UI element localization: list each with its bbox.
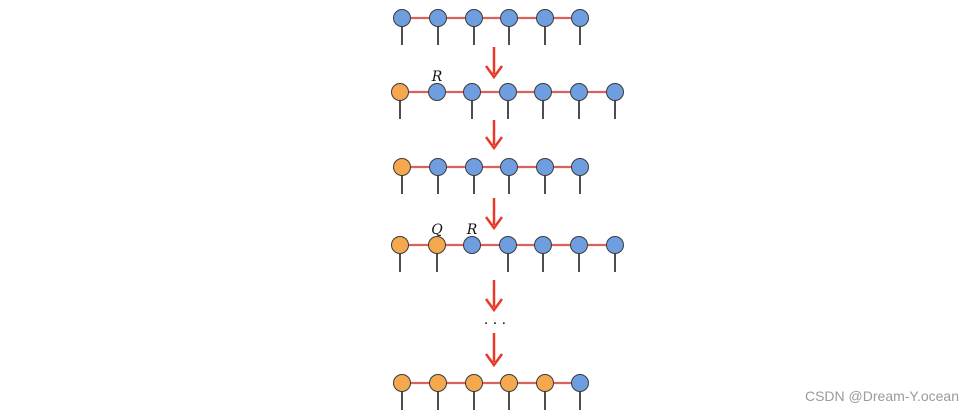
- orange-tensor-node: [391, 236, 409, 254]
- orange-tensor-node: [429, 374, 447, 392]
- blue-tensor-node: [606, 236, 624, 254]
- orange-tensor-node: [391, 83, 409, 101]
- blue-tensor-node: [536, 9, 554, 27]
- blue-tensor-node: [571, 9, 589, 27]
- blue-tensor-node: [571, 158, 589, 176]
- blue-tensor-node: [499, 83, 517, 101]
- blue-tensor-node: [463, 83, 481, 101]
- tensor-label-R: R: [466, 222, 478, 238]
- blue-tensor-node: [393, 9, 411, 27]
- watermark: CSDN @Dream-Y.ocean: [804, 388, 959, 404]
- ellipsis: · · ·: [484, 316, 506, 332]
- blue-tensor-node: [570, 83, 588, 101]
- orange-tensor-node: [393, 158, 411, 176]
- blue-tensor-node: [465, 9, 483, 27]
- orange-tensor-node: [536, 374, 554, 392]
- arrow-head: [484, 136, 504, 151]
- orange-tensor-node: [465, 374, 483, 392]
- orange-tensor-node: [393, 374, 411, 392]
- blue-tensor-node: [429, 9, 447, 27]
- arrow-head: [484, 298, 504, 313]
- orange-tensor-node: [500, 374, 518, 392]
- blue-tensor-node: [428, 83, 446, 101]
- arrow-head: [484, 65, 504, 80]
- blue-tensor-node: [606, 83, 624, 101]
- blue-tensor-node: [500, 9, 518, 27]
- blue-tensor-node: [570, 236, 588, 254]
- blue-tensor-node: [571, 374, 589, 392]
- blue-tensor-node: [463, 236, 481, 254]
- arrow-head: [484, 353, 504, 368]
- tensor-label-Q: Q: [431, 222, 443, 238]
- blue-tensor-node: [499, 236, 517, 254]
- orange-tensor-node: [428, 236, 446, 254]
- blue-tensor-node: [534, 83, 552, 101]
- blue-tensor-node: [429, 158, 447, 176]
- tensor-label-R: R: [431, 69, 443, 85]
- blue-tensor-node: [465, 158, 483, 176]
- blue-tensor-node: [536, 158, 554, 176]
- blue-tensor-node: [500, 158, 518, 176]
- blue-tensor-node: [534, 236, 552, 254]
- arrow-head: [484, 216, 504, 231]
